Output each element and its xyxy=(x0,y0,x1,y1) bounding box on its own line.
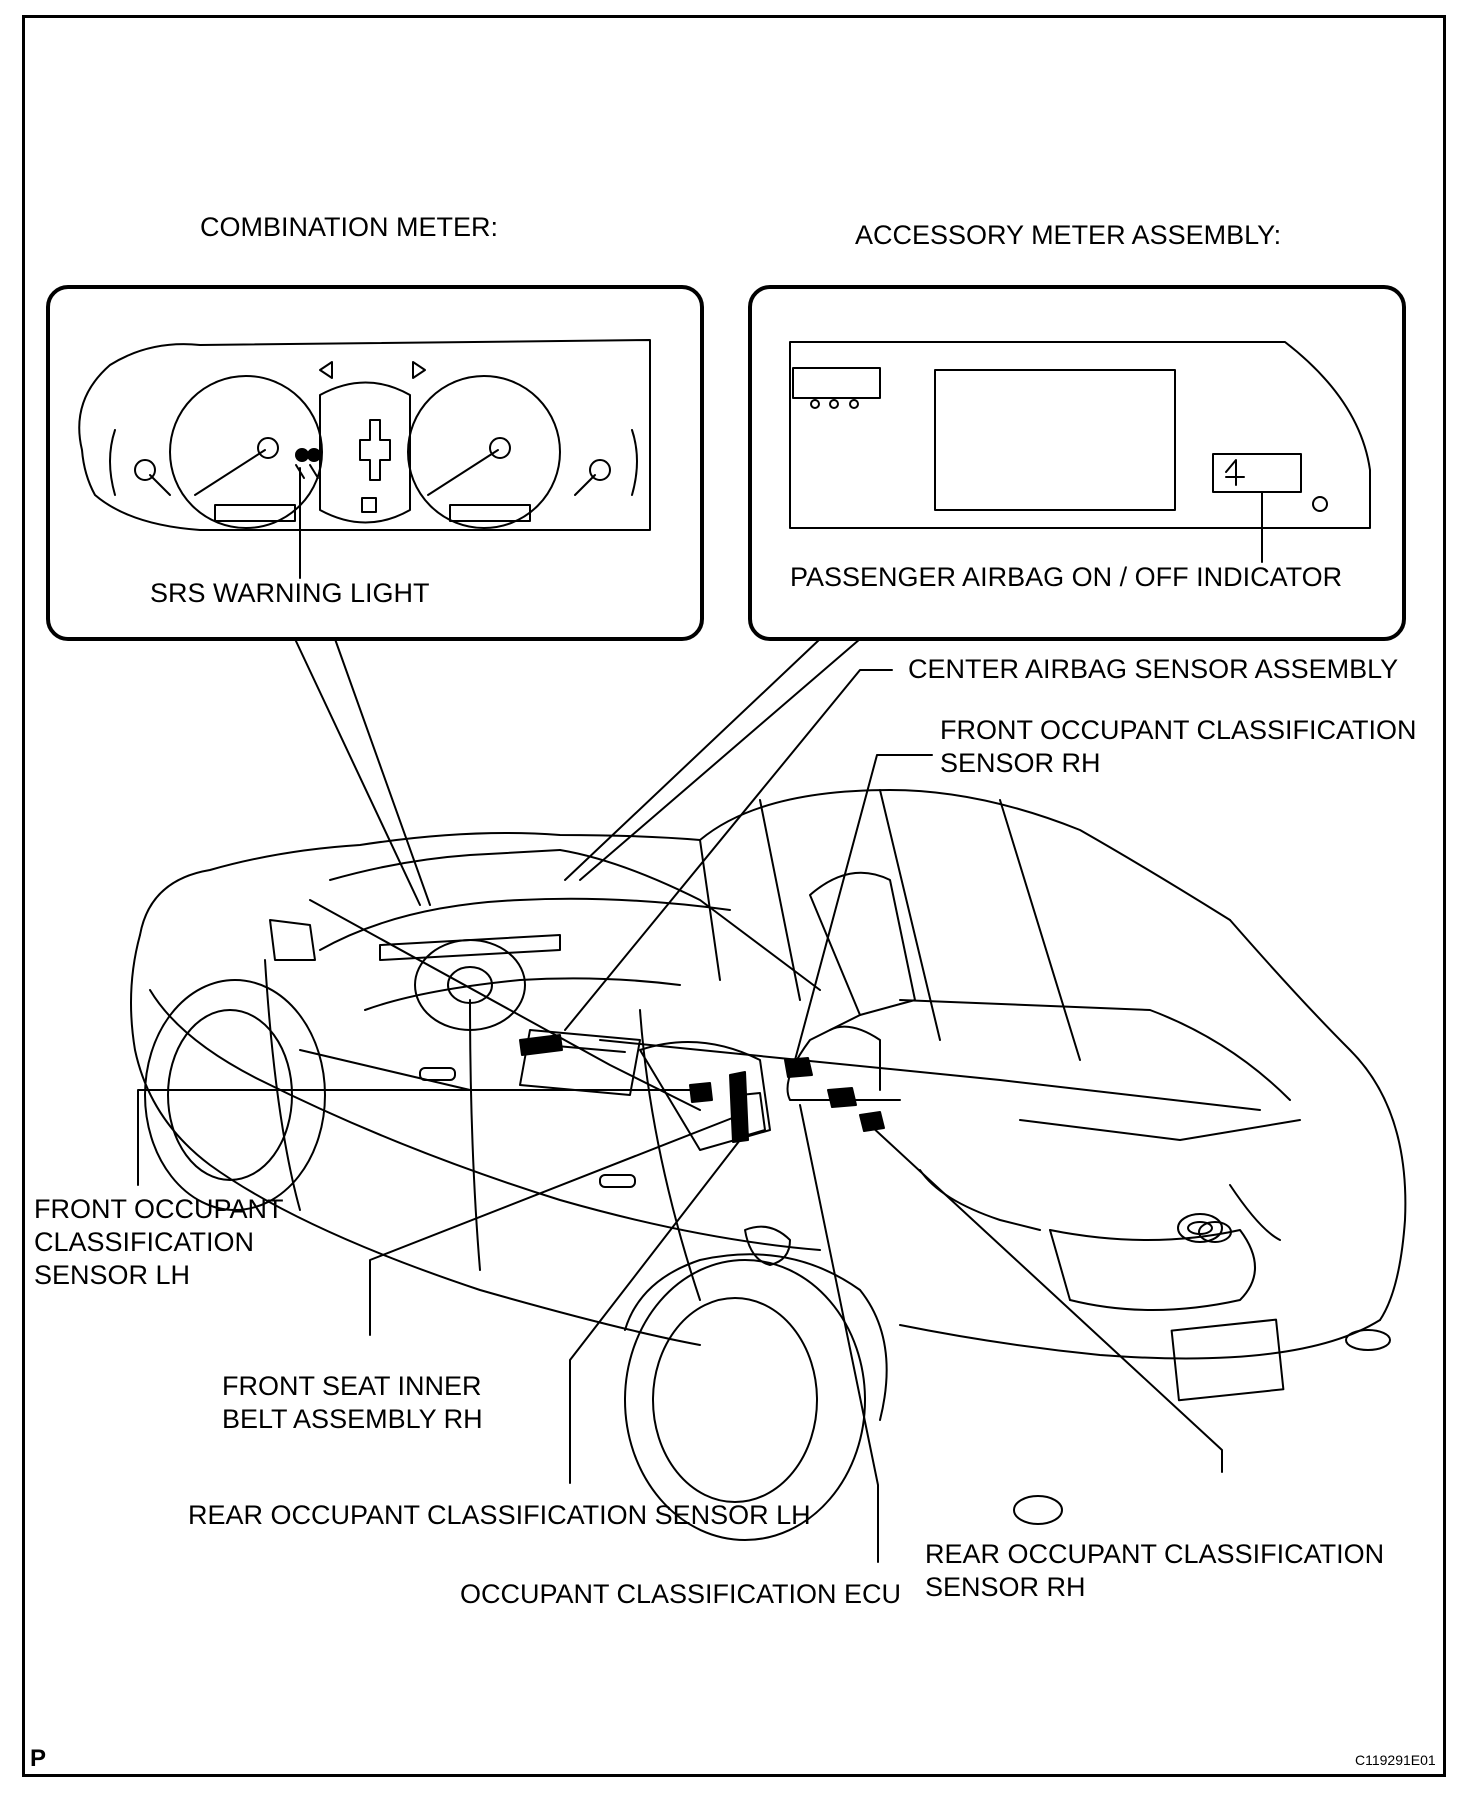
inner-belt-leader xyxy=(369,1114,741,1336)
occupant-classification-ecu-label: OCCUPANT CLASSIFICATION ECU xyxy=(460,1579,902,1609)
car-body xyxy=(130,789,1407,1541)
rear-occupant-sensor-lh-label: REAR OCCUPANT CLASSIFICATION SENSOR LH xyxy=(188,1500,811,1530)
combination-meter-inset xyxy=(46,285,704,641)
callout-leaders xyxy=(137,669,1223,1563)
srs-warning-light-label: SRS WARNING LIGHT xyxy=(150,578,430,608)
diagram-frame xyxy=(22,15,1446,1777)
rear-occupant-rh-leader xyxy=(869,1124,1223,1473)
front-occupant-lh-leader xyxy=(137,1089,701,1186)
front-occupant-rh-leader xyxy=(794,754,933,1061)
figure-code: C119291E01 xyxy=(1355,1752,1436,1768)
rear-occupant-lh-leader xyxy=(569,1139,741,1484)
front-occupant-sensor-rh-label: FRONT OCCUPANT CLASSIFICATION SENSOR RH xyxy=(940,715,1417,778)
ocu-ecu-leader xyxy=(799,1104,879,1563)
front-seat-inner-belt-label: FRONT SEAT INNER BELT ASSEMBLY RH xyxy=(222,1371,483,1434)
accessory-meter-heading: ACCESSORY METER ASSEMBLY: xyxy=(855,220,1282,250)
front-occupant-sensor-lh-label: FRONT OCCUPANT CLASSIFICATION SENSOR LH xyxy=(34,1194,284,1290)
combination-meter-cluster xyxy=(78,339,651,579)
combination-meter-heading: COMBINATION METER: xyxy=(200,212,499,242)
accessory-meter-panel xyxy=(789,341,1371,563)
center-airbag-sensor-label: CENTER AIRBAG SENSOR ASSEMBLY xyxy=(908,654,1399,684)
rear-occupant-sensor-rh-label: REAR OCCUPANT CLASSIFICATION SENSOR RH xyxy=(925,1539,1385,1602)
center-airbag-leader xyxy=(564,669,893,1031)
accessory-meter-inset xyxy=(748,285,1406,641)
page-mark: P xyxy=(30,1745,47,1772)
passenger-airbag-indicator-label: PASSENGER AIRBAG ON / OFF INDICATOR xyxy=(790,562,1343,592)
